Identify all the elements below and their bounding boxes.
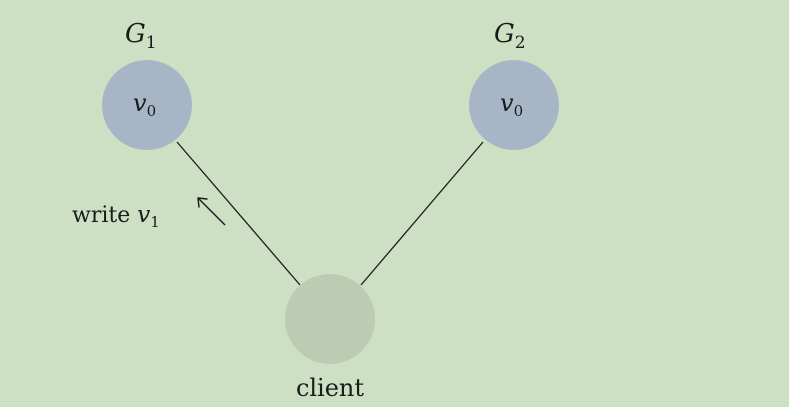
edge-g1-client (176, 141, 301, 286)
write-annotation-prefix: write (72, 203, 137, 228)
node-g1-label-base: G (125, 19, 146, 49)
node-g2 (469, 60, 559, 150)
write-arrow-icon (197, 197, 226, 226)
node-g2-value-sub: 0 (514, 102, 524, 120)
node-g1 (102, 60, 192, 150)
node-g2-label-base: G (494, 19, 515, 49)
node-g1-label-sub: 1 (146, 33, 157, 53)
write-annotation-var-sub: 1 (150, 213, 160, 231)
node-client-label: client (296, 374, 364, 402)
edge-g2-client (360, 141, 484, 286)
node-g1-value-base: v (133, 89, 147, 117)
node-g2-value-base: v (500, 89, 514, 117)
node-g2-value: v0 (500, 89, 523, 120)
node-g2-label-sub: 2 (515, 33, 526, 53)
right-margin (789, 0, 798, 407)
node-g2-label: G2 (494, 19, 526, 53)
node-client (285, 274, 375, 364)
write-annotation-var-base: v (137, 202, 150, 228)
node-g1-value-sub: 0 (147, 102, 157, 120)
write-annotation: write v1 (72, 202, 160, 231)
node-g1-label: G1 (125, 19, 157, 53)
node-g1-value: v0 (133, 89, 156, 120)
